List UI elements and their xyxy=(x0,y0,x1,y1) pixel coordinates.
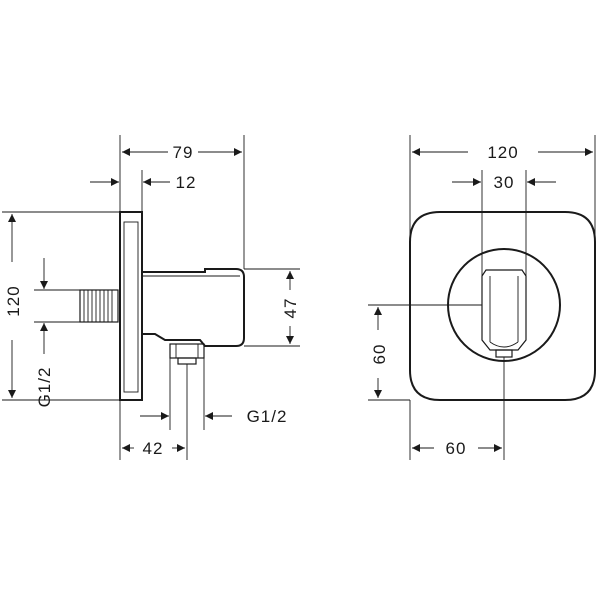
outlet-thread-stub xyxy=(177,357,197,365)
side-view: 79 12 120 G1/2 47 42 G1/2 xyxy=(2,135,300,460)
outlet-nut xyxy=(169,343,205,359)
outlet-body xyxy=(142,268,245,347)
dim-center-width: 60 xyxy=(446,439,467,458)
dim-plate-thickness: 12 xyxy=(176,173,197,192)
front-view: 120 30 60 60 xyxy=(368,135,596,460)
wall-plate xyxy=(119,211,143,401)
dim-outlet-thread: G1/2 xyxy=(247,407,288,426)
dim-inlet-thread: G1/2 xyxy=(35,367,54,408)
holder-base xyxy=(495,349,513,358)
shower-holder xyxy=(481,269,527,351)
inlet-stub xyxy=(79,289,119,323)
wall-plate-inner xyxy=(123,221,139,393)
dim-center-height: 60 xyxy=(370,344,389,365)
dim-holder-width: 30 xyxy=(494,173,515,192)
dim-side-height: 120 xyxy=(4,285,23,316)
dim-front-width: 120 xyxy=(487,143,518,162)
inlet-thread-lines xyxy=(83,290,113,322)
dim-outlet-offset: 42 xyxy=(143,439,164,458)
dim-side-depth: 79 xyxy=(173,143,194,162)
dim-body-height: 47 xyxy=(281,298,300,319)
front-plate xyxy=(409,211,596,401)
